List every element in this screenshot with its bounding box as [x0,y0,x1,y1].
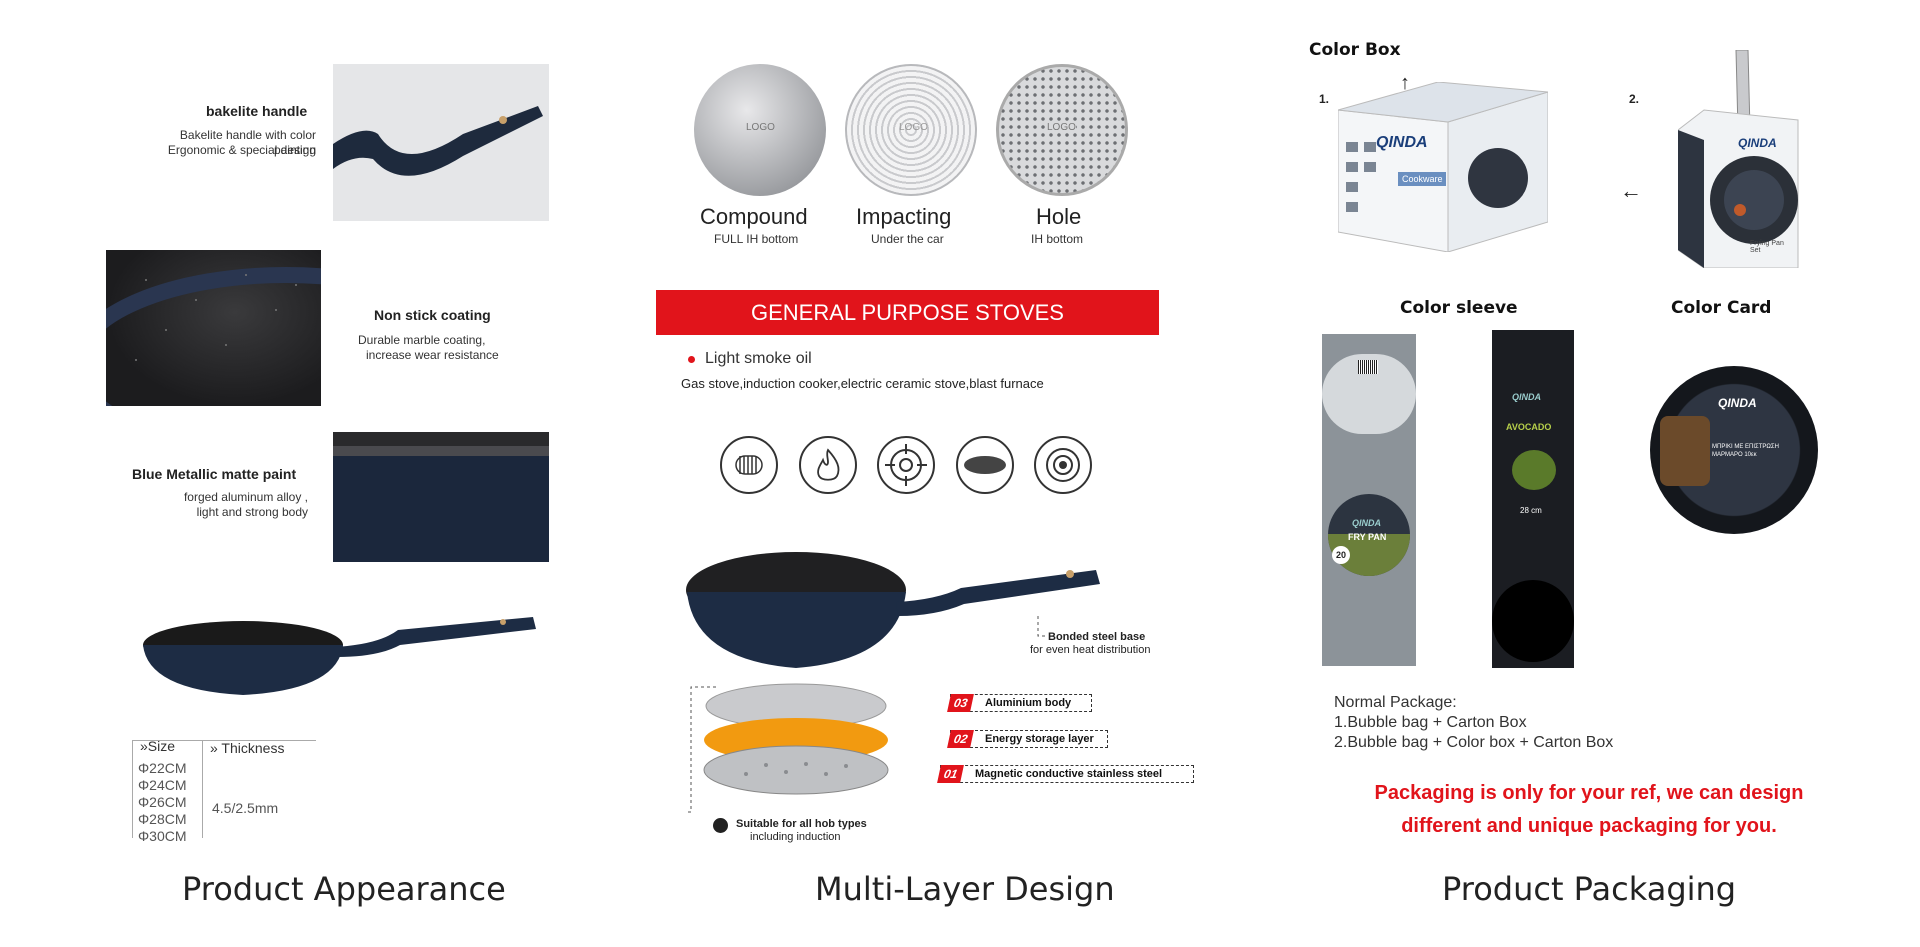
sleeve-size-text: 28 cm [1520,506,1542,515]
layer-label: Magnetic conductive stainless steel [975,768,1163,780]
logo-placeholder: LOGO [899,122,928,133]
color-sleeve-label: Color sleeve [1400,298,1518,318]
thickness-value: 4.5/2.5mm [212,800,279,816]
coating-desc-1: Durable marble coating, [358,333,486,347]
layer-label: Aluminium body [985,697,1072,709]
caption-product-appearance: Product Appearance [182,870,506,908]
stoves-line: Gas stove,induction cooker,electric cera… [681,376,1044,391]
caption-product-packaging: Product Packaging [1442,870,1737,908]
arrow-left-icon: ← [1620,178,1642,203]
color-box-label: Color Box [1309,40,1401,60]
paint-title: Blue Metallic matte paint [132,466,297,482]
box2-number: 2. [1629,92,1640,106]
stoves-banner: GENERAL PURPOSE STOVES [656,290,1159,335]
brand-logo: QINDA [1738,136,1777,150]
card-title-2: ΜΑΡΜΑΡΟ 10εκ [1712,452,1757,458]
card-title-1: ΜΠΡΙΚΙ ΜΕ ΕΠΙΣΤΡΩΣΗ [1712,444,1779,450]
size-row: Φ30CM [138,828,187,844]
color-box-number: 1. [1319,92,1330,106]
compound-bottom-disc: LOGO [694,64,826,196]
handle-photo [333,64,549,221]
brand-logo: QINDA [1512,392,1541,402]
color-box-photo: QINDA Cookware [1338,82,1548,252]
hole-bottom-disc: LOGO [996,64,1128,196]
coating-desc-2: increase wear resistance [366,348,499,362]
suitable-title: Suitable for all hob types [736,818,867,830]
layer-label: Energy storage layer [985,733,1094,745]
color-card-photo: QINDA ΜΠΡΙΚΙ ΜΕ ΕΠΙΣΤΡΩΣΗ ΜΑΡΜΑΡΟ 10εκ [1650,366,1818,534]
box-side-label: Cookware [1402,174,1443,184]
multilayer-pan-diagram [686,552,1100,813]
bottom-name-hole: Hole [1036,204,1082,229]
bullet-dot [688,356,695,363]
layer-tag-02: 02 Energy storage layer [947,730,1108,748]
color-sleeve-1-photo: FRY PAN 20 QINDA [1322,334,1416,666]
sleeve-size-badge: 20 [1332,546,1350,564]
size-row: Φ24CM [138,777,187,793]
size-row: Φ22CM [138,760,187,776]
induction-hob-icon [1034,436,1092,494]
bottom-desc-impacting: Under the car [871,232,944,246]
impacting-bottom-disc: LOGO [845,64,977,196]
bottom-name-impacting: Impacting [856,204,952,229]
pan-side-photo [333,432,549,562]
bottom-desc-compound: FULL IH bottom [714,232,799,246]
handle-title: bakelite handle [206,103,308,119]
bonded-title: Bonded steel base [1048,631,1146,643]
logo-placeholder: LOGO [746,122,775,133]
gas-flame-icon [799,436,857,494]
hob-types-icon [713,818,728,833]
box2-text: Frying Pan Set [1750,240,1784,254]
layer-tag-01: 01 Magnetic conductive stainless steel [937,765,1194,783]
size-row: Φ26CM [138,794,187,810]
arrow-up-icon: ↑ [1400,72,1410,94]
coating-photo [106,250,321,406]
color-sleeve-2-photo: QINDA AVOCADO 28 cm [1492,330,1574,668]
thickness-header: » Thickness [210,740,285,756]
coil-hob-icon [720,436,778,494]
normal-package-1: 1.Bubble bag + Carton Box [1334,714,1527,731]
handle-desc-1: Bakelite handle with color painting [179,128,316,157]
layer-number: 01 [937,765,965,783]
brand-logo: QINDA [1718,396,1757,410]
pan-full-photo [143,617,536,695]
normal-package-title: Normal Package: [1334,694,1457,711]
brand-logo: QINDA [1352,518,1381,528]
bottom-name-compound: Compound [700,204,808,229]
brand-logo: QINDA [1376,134,1428,151]
normal-package-2: 2.Bubble bag + Color box + Carton Box [1334,734,1614,751]
paint-desc-2: light and strong body [196,505,308,519]
gas-burner-icon [877,436,935,494]
layer-number: 03 [947,694,975,712]
avocado-label: AVOCADO [1506,422,1552,432]
paint-desc-1: forged aluminum alloy , [183,490,308,504]
packaging-note-2: different and unique packaging for you. [1401,815,1777,837]
bonded-desc: for even heat distribution [1030,644,1151,656]
ceramic-plate-icon [956,436,1014,494]
coating-title: Non stick coating [374,307,491,323]
smoke-bullet: Light smoke oil [705,350,812,367]
packaging-note-1: Packaging is only for your ref, we can d… [1374,782,1804,804]
caption-multi-layer-design: Multi-Layer Design [815,870,1115,908]
pan-box-photo: QINDA Frying Pan Set [1678,50,1818,268]
sleeve-product-label: FRY PAN [1348,532,1387,542]
suitable-desc: including induction [750,831,841,843]
size-header: »Size [140,738,176,754]
bottom-desc-hole: IH bottom [1031,232,1084,246]
size-row: Φ28CM [138,811,187,827]
handle-desc-2: Ergonomic & special design [167,143,316,157]
layer-number: 02 [947,730,975,748]
color-card-label: Color Card [1671,298,1772,318]
logo-placeholder: LOGO [1047,122,1076,133]
layer-tag-03: 03 Aluminium body [947,694,1092,712]
